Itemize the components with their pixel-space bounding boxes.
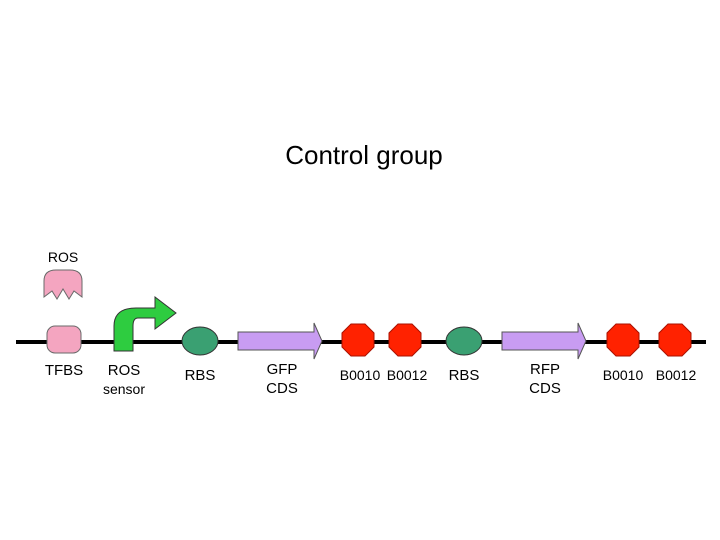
- diagram-title: Control group: [285, 140, 443, 170]
- terminator-b0010-label: B0010: [603, 367, 644, 383]
- gfp-cds-label: GFP: [267, 361, 298, 378]
- promoter-sublabel: sensor: [103, 381, 145, 397]
- rfp-cds-label: RFP: [530, 361, 560, 378]
- terminator-b0010-label: B0010: [340, 367, 381, 383]
- tfbs-icon: [46, 325, 82, 354]
- rbs-label: RBS: [449, 367, 480, 384]
- rfp-cds-arrow-icon: [501, 322, 587, 360]
- rfp-cds-sublabel: CDS: [529, 380, 561, 397]
- rbs-icon: [181, 326, 219, 356]
- terminator-b0012-icon: [388, 323, 422, 357]
- terminator-b0010-icon: [606, 323, 640, 357]
- ros-ligand-icon: [43, 269, 83, 300]
- promoter-label: ROS: [108, 362, 141, 379]
- terminator-b0012-label: B0012: [387, 367, 428, 383]
- ligand-label: ROS: [48, 249, 78, 265]
- gfp-cds-sublabel: CDS: [266, 380, 298, 397]
- gfp-cds-arrow-icon: [237, 322, 323, 360]
- terminator-b0012-icon: [658, 323, 692, 357]
- promoter-arrow-icon: [113, 295, 177, 352]
- terminator-b0010-icon: [341, 323, 375, 357]
- rbs-icon: [445, 326, 483, 356]
- tfbs-label: TFBS: [45, 362, 83, 379]
- rbs-label: RBS: [185, 367, 216, 384]
- terminator-b0012-label: B0012: [656, 367, 697, 383]
